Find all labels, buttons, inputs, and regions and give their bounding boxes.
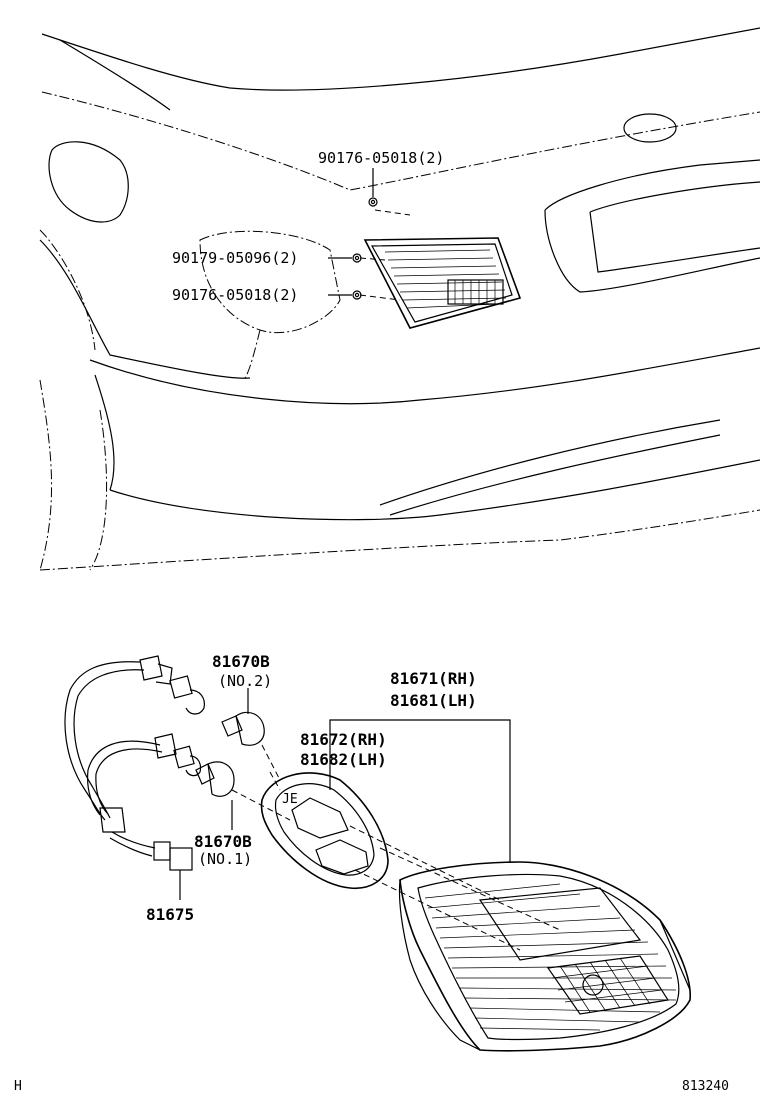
footer-diagram-number: 813240 [682,1079,729,1094]
gasket-stamp: JE [282,792,298,807]
vehicle-rear-body [39,27,760,571]
bulb-no2-icon [221,711,265,746]
callout-nut-low: 90176-05018(2) [172,286,298,304]
bulb-no1-icon [195,761,235,797]
callout-bulb-no1-part: 81670B [194,832,252,851]
callout-nut-top: 90176-05018(2) [318,149,444,167]
callout-bulb-no1-label: (NO.1) [198,850,252,868]
callout-bulb-no2-part: 81670B [212,652,270,671]
rear-lamp-assembly [398,861,691,1052]
callout-gasket-rh: 81672(RH) [300,730,387,749]
socket-wire-harness [64,655,205,871]
gasket: JE [260,772,389,889]
callout-bulb-no2-label: (NO.2) [218,672,272,690]
callout-lamp-rh: 81671(RH) [390,669,477,688]
callout-gasket-lh: 81682(LH) [300,750,387,769]
callout-nut-mid: 90179-05096(2) [172,249,298,267]
callout-lamp-lh: 81681(LH) [390,691,477,710]
footer-corner-letter: H [14,1079,22,1094]
callout-socket-wire: 81675 [146,905,194,924]
nut-icons [352,197,378,300]
explode-lines [231,744,561,951]
lamp-installed-view [359,209,522,329]
lower-leader-lines [179,688,511,900]
upper-leader-lines [328,168,374,296]
